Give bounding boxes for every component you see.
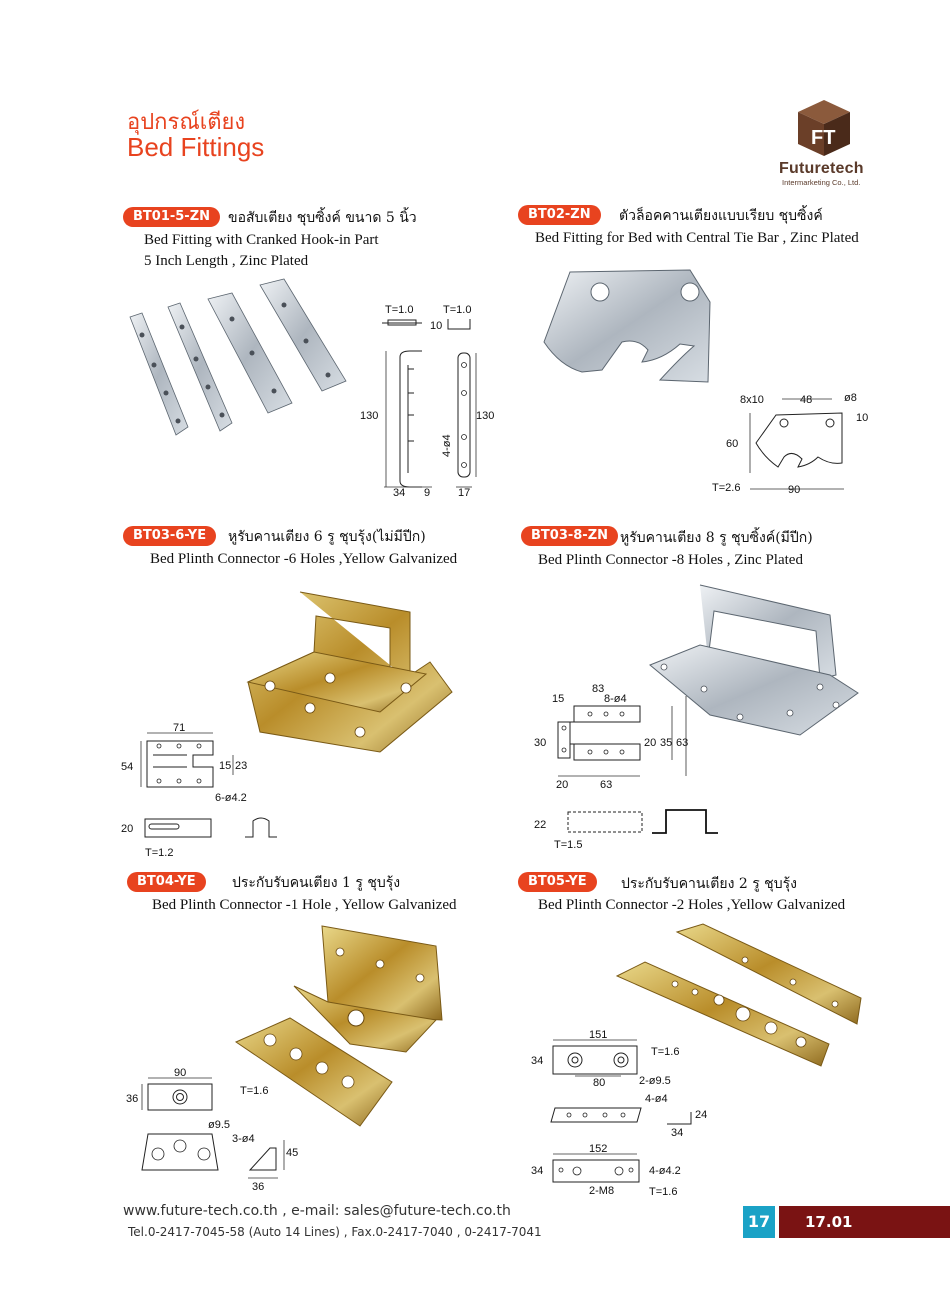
dim-label: 24 (695, 1109, 707, 1121)
dim-label: 30 (534, 737, 546, 749)
product-photo-bt05 (615, 923, 862, 1067)
dim-label: 151 (589, 1029, 607, 1041)
brand-name: Futuretech (779, 160, 864, 177)
footer-contact-phone: Tel.0-2417-7045-58 (Auto 14 Lines) , Fax… (128, 1225, 542, 1239)
dim-label: 130 (360, 410, 378, 422)
dim-label: 2-ø9.5 (639, 1075, 671, 1087)
page-title-thai: อุปกรณ์เตียง (127, 110, 246, 135)
footer-contact-web: www.future-tech.co.th , e-mail: sales@fu… (123, 1203, 511, 1219)
page-number: 17 (743, 1206, 775, 1238)
dim-label: 20 (556, 779, 568, 791)
dim-label: 4-ø4 (441, 434, 453, 457)
dim-label: 8x10 (740, 394, 764, 406)
product-code-badge: BT01-5-ZN (123, 207, 221, 227)
dim-label: 90 (788, 484, 800, 496)
dim-label: 15 (219, 760, 231, 772)
product-code-badge: BT02-ZN (518, 205, 601, 225)
product-code-badge: BT03-6-YE (123, 526, 217, 546)
dim-label: T=1.0 (385, 304, 413, 316)
product-code-badge: BT05-YE (518, 872, 597, 892)
product-name: Bed Plinth Connector -1 Hole , Yellow Ga… (152, 897, 457, 913)
technical-drawing-bt01: T=1.0 T=1.0 10 130 34 9 130 4-ø4 17 (360, 304, 494, 499)
dim-label: 48 (800, 394, 812, 406)
product-photo-bt04 (234, 925, 443, 1127)
dim-label: ø8 (844, 392, 857, 404)
product-name-thai: ตัวล็อคคานเตียงแบบเรียบ ชุบซิ้งค์ (619, 208, 823, 224)
product-photo-bt03-8 (649, 584, 859, 736)
dim-label: 54 (121, 761, 133, 773)
product-code-badge: BT04-YE (127, 872, 206, 892)
dim-label: 10 (856, 412, 868, 424)
dim-label: T=1.5 (554, 839, 582, 851)
technical-drawing-bt02: 8x10 48 ø8 10 60 T=2.6 90 (712, 392, 868, 496)
dim-label: T=1.6 (651, 1046, 679, 1058)
dim-label: 8-ø4 (604, 693, 627, 705)
dim-label: 4-ø4 (645, 1093, 668, 1105)
product-spec: 5 Inch Length , Zinc Plated (144, 253, 309, 269)
dim-label: 63 (676, 737, 688, 749)
product-code-badge: BT03-8-ZN (521, 526, 619, 546)
dim-label: 6-ø4.2 (215, 792, 247, 804)
dim-label: 22 (534, 819, 546, 831)
dim-label: T=1.6 (240, 1085, 268, 1097)
dim-label: 80 (593, 1077, 605, 1089)
dim-label: 34 (531, 1055, 543, 1067)
dim-label: 34 (671, 1127, 683, 1139)
dim-label: ø9.5 (208, 1119, 230, 1131)
dim-label: 2-M8 (589, 1185, 614, 1197)
product-name-thai: ประกับรับคนเตียง 1 รู ชุบรุ้ง (232, 875, 401, 891)
technical-drawing-bt04: 90 36 T=1.6 ø9.5 3-ø4 45 36 (126, 1067, 298, 1193)
dim-label: 20 (121, 823, 133, 835)
dim-label: 3-ø4 (232, 1133, 255, 1145)
product-name: Bed Plinth Connector -6 Holes ,Yellow Ga… (150, 551, 458, 567)
dim-label: 23 (235, 760, 247, 772)
product-name-thai: ประกับรับคานเตียง 2 รู ชุบรุ้ง (621, 876, 797, 892)
dim-label: T=1.0 (443, 304, 471, 316)
dim-label: 45 (286, 1147, 298, 1159)
dim-label: 60 (726, 438, 738, 450)
product-name: Bed Plinth Connector -2 Holes ,Yellow Ga… (538, 897, 846, 913)
page-title: Bed Fittings (127, 132, 265, 162)
dim-label: 4-ø4.2 (649, 1165, 681, 1177)
brand-tagline: Intermarketing Co., Ltd. (782, 178, 861, 187)
product-name-thai: หูรับคานเตียง 8 รู ชุบซิ้งค์(มีปีก) (620, 530, 813, 546)
dim-label: T=1.2 (145, 847, 173, 859)
section-code: 17.01 (779, 1206, 950, 1238)
technical-drawing-bt03-6: 71 54 15 23 6-ø4.2 20 T=1.2 (121, 722, 277, 859)
dim-label: 71 (173, 722, 185, 734)
dim-label: 34 (531, 1165, 543, 1177)
dim-label: 152 (589, 1143, 607, 1155)
dim-label: 9 (424, 487, 430, 499)
logo-letter-f: FT (811, 127, 835, 149)
dim-label: 90 (174, 1067, 186, 1079)
product-name: Bed Fitting with Cranked Hook-in Part (144, 232, 379, 248)
product-photo-bt02 (543, 269, 711, 383)
futuretech-logo: FT (798, 100, 850, 156)
product-photo-bt03-6 (246, 591, 453, 753)
dim-label: 17 (458, 487, 470, 499)
technical-drawing-bt05: 151 34 T=1.6 80 2-ø9.5 4-ø4 24 34 152 34… (531, 1029, 707, 1198)
product-name: Bed Plinth Connector -8 Holes , Zinc Pla… (538, 552, 803, 568)
dim-label: 63 (600, 779, 612, 791)
dim-label: 83 (592, 683, 604, 695)
product-name-thai: ขอสับเตียง ชุบซิ้งค์ ขนาด 5 นิ้ว (228, 210, 417, 226)
dim-label: 34 (393, 487, 405, 499)
dim-label: 20 (644, 737, 656, 749)
technical-drawing-bt03-8: 83 8-ø4 15 30 20 35 63 20 63 22 T=1.5 (534, 683, 718, 851)
dim-label: 36 (252, 1181, 264, 1193)
dim-label: T=2.6 (712, 482, 740, 494)
product-name-thai: หูรับคานเตียง 6 รู ชุบรุ้ง(ไม่มีปีก) (228, 529, 426, 545)
dim-label: 36 (126, 1093, 138, 1105)
dim-label: 35 (660, 737, 672, 749)
product-photo-bt01 (129, 278, 347, 436)
dim-label: 15 (552, 693, 564, 705)
product-name: Bed Fitting for Bed with Central Tie Bar… (535, 230, 859, 246)
dim-label: 130 (476, 410, 494, 422)
dim-label: T=1.6 (649, 1186, 677, 1198)
dim-label: 10 (430, 320, 442, 332)
